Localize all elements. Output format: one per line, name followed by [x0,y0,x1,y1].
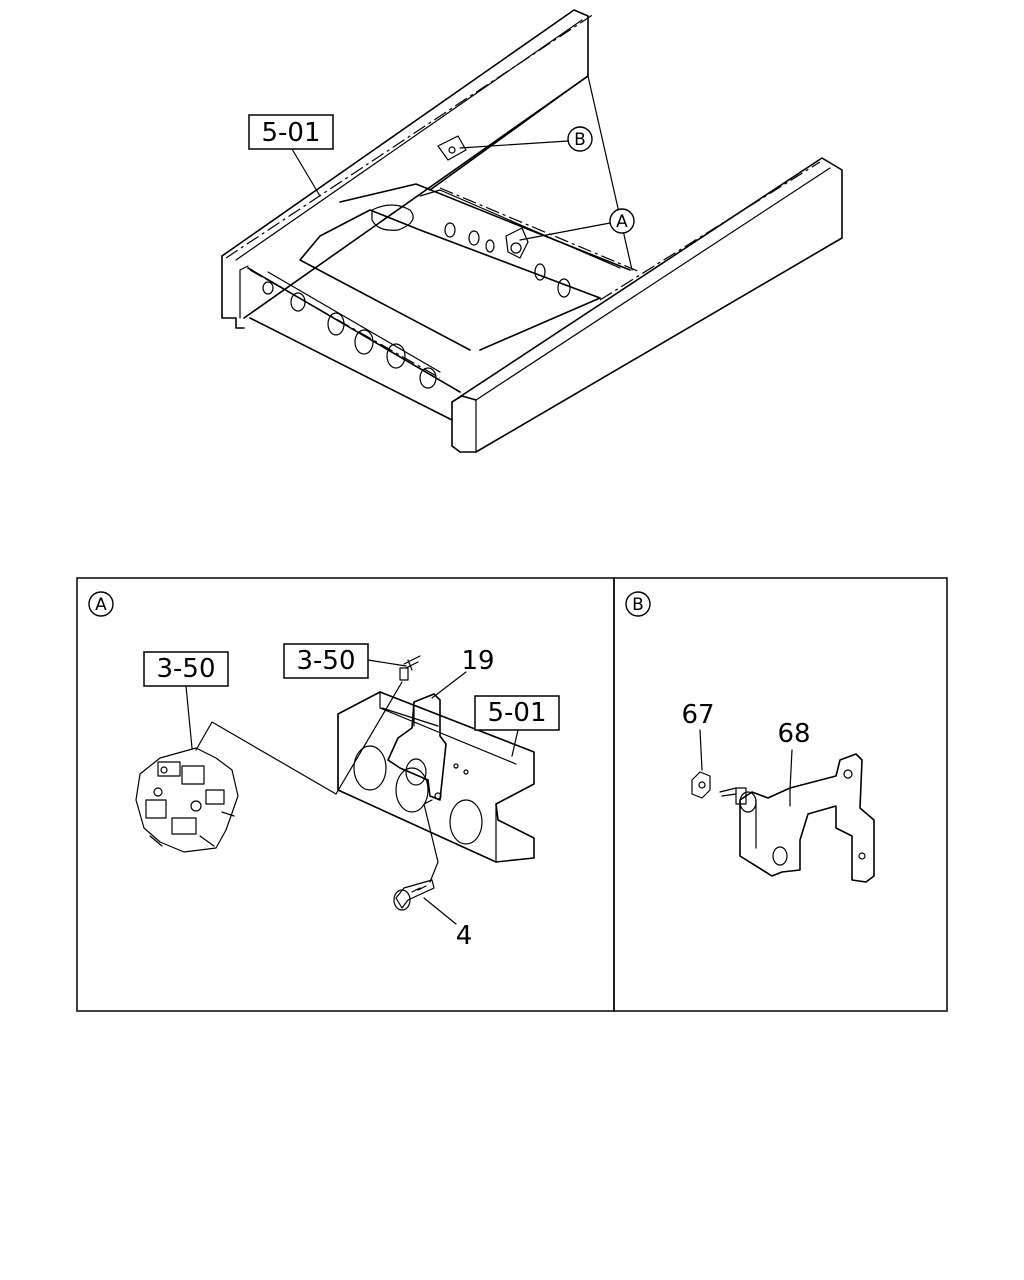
bolt-b [719,787,757,813]
ref-label-top: 3-50 [283,643,407,679]
detail-panel-b [613,577,948,1012]
detail-b-circle-label: B [625,591,651,617]
callout-a-overview: A [519,208,635,241]
part-number-4: 4 [456,921,473,951]
nut-67 [691,771,711,799]
valve-assembly [135,747,239,853]
frame-section-detail [337,691,535,863]
detail-panel-a [76,577,615,1012]
svg-text:B: B [632,595,644,615]
svg-text:5-01: 5-01 [487,698,546,728]
frame-reference-label: 5-01 [248,114,334,197]
leader-4 [423,897,457,925]
part-number-19: 19 [461,646,494,676]
leader-19 [431,671,467,699]
leader-68 [789,749,793,791]
svg-text:3-50: 3-50 [156,654,215,684]
svg-text:5-01: 5-01 [261,118,320,148]
part-number-67: 67 [681,700,714,730]
bolt-4 [393,799,439,911]
ref-label-frame: 5-01 [474,695,560,757]
small-bolt [335,655,421,795]
svg-text:3-50: 3-50 [296,646,355,676]
svg-text:A: A [95,595,107,615]
bracket-68 [739,753,875,883]
ref-label-left: 3-50 [143,651,229,749]
bracket-19 [381,693,447,801]
detail-a-circle-label: A [88,591,114,617]
svg-text:B: B [574,130,586,150]
callout-b-overview: B [459,126,593,152]
chassis-frame-overview [221,9,843,453]
svg-text:A: A [616,212,628,232]
leader-line-valve [195,721,337,795]
leader-67 [699,729,703,771]
part-number-68: 68 [777,719,810,749]
